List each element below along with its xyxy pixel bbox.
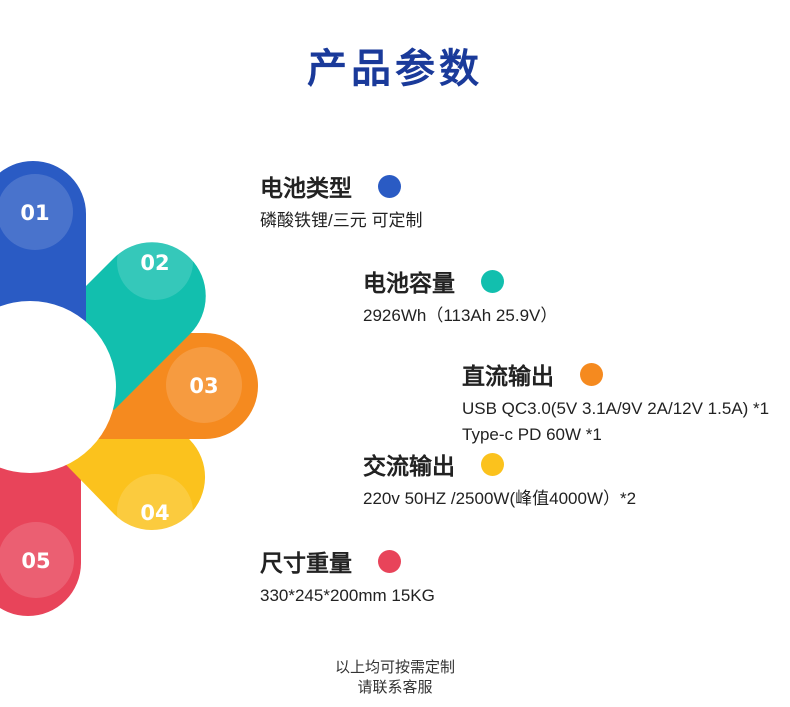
flower-center (0, 301, 116, 473)
number-flower-graphic: 05 04 03 02 01 (0, 161, 258, 616)
spec-size-weight-dot (378, 549, 401, 573)
petal-03-badge (166, 347, 242, 423)
petal-05-number: 05 (21, 549, 50, 573)
spec-battery-type-dot (378, 174, 401, 198)
footer-note: 以上均可按需定制 请联系客服 (0, 657, 790, 697)
petal-01: 01 (0, 161, 86, 330)
petal-05-badge (0, 522, 74, 598)
petal-01-number: 01 (20, 201, 49, 225)
footer-line-customizable: 以上均可按需定制 (334, 658, 455, 676)
petal-04-number: 04 (140, 501, 169, 525)
petal-02-badge (117, 224, 193, 300)
petal-03-number: 03 (189, 374, 218, 398)
petal-01-shape (0, 161, 86, 330)
petal-01-badge (0, 174, 73, 250)
spec-battery-capacity-dot (481, 269, 504, 293)
petal-02-number: 02 (140, 251, 169, 275)
spec-dc-output-label: 直流输出 (462, 364, 554, 390)
spec-dc-output-value: USB QC3.0(5V 3.1A/9V 2A/12V 1.5A) *1 Typ… (462, 396, 769, 448)
spec-battery-capacity-value: 2926Wh（113Ah 25.9V） (363, 306, 558, 325)
petal-04-badge (117, 474, 193, 550)
spec-battery-capacity-label: 电池容量 (363, 271, 455, 297)
spec-ac-output-value: 220v 50HZ /2500W(峰值4000W）*2 (363, 489, 637, 508)
petal-05-shape (0, 440, 81, 616)
spec-dc-output-typec: Type-c PD 60W *1 (462, 425, 602, 444)
spec-ac-output: 交流输出 220v 50HZ /2500W(峰值4000W）*2 (363, 448, 636, 512)
page-title: 产品参数 (307, 46, 483, 92)
spec-size-weight-label: 尺寸重量 (260, 551, 352, 577)
spec-dc-output: 直流输出 USB QC3.0(5V 3.1A/9V 2A/12V 1.5A) *… (462, 358, 769, 448)
spec-size-weight: 尺寸重量 330*245*200mm 15KG (260, 545, 435, 609)
spec-battery-type-value: 磷酸铁锂/三元 可定制 (260, 211, 423, 230)
spec-battery-type: 电池类型 磷酸铁锂/三元 可定制 (260, 170, 422, 234)
petal-05: 05 (0, 440, 81, 616)
footer-line-contact: 请联系客服 (357, 678, 433, 696)
spec-ac-output-label: 交流输出 (363, 454, 455, 480)
spec-size-weight-value: 330*245*200mm 15KG (260, 586, 435, 605)
spec-dc-output-dot (580, 362, 603, 386)
spec-battery-type-label: 电池类型 (260, 176, 352, 202)
spec-battery-capacity: 电池容量 2926Wh（113Ah 25.9V） (363, 265, 557, 329)
spec-ac-output-dot (481, 452, 504, 476)
spec-dc-output-usb: USB QC3.0(5V 3.1A/9V 2A/12V 1.5A) *1 (462, 399, 770, 418)
